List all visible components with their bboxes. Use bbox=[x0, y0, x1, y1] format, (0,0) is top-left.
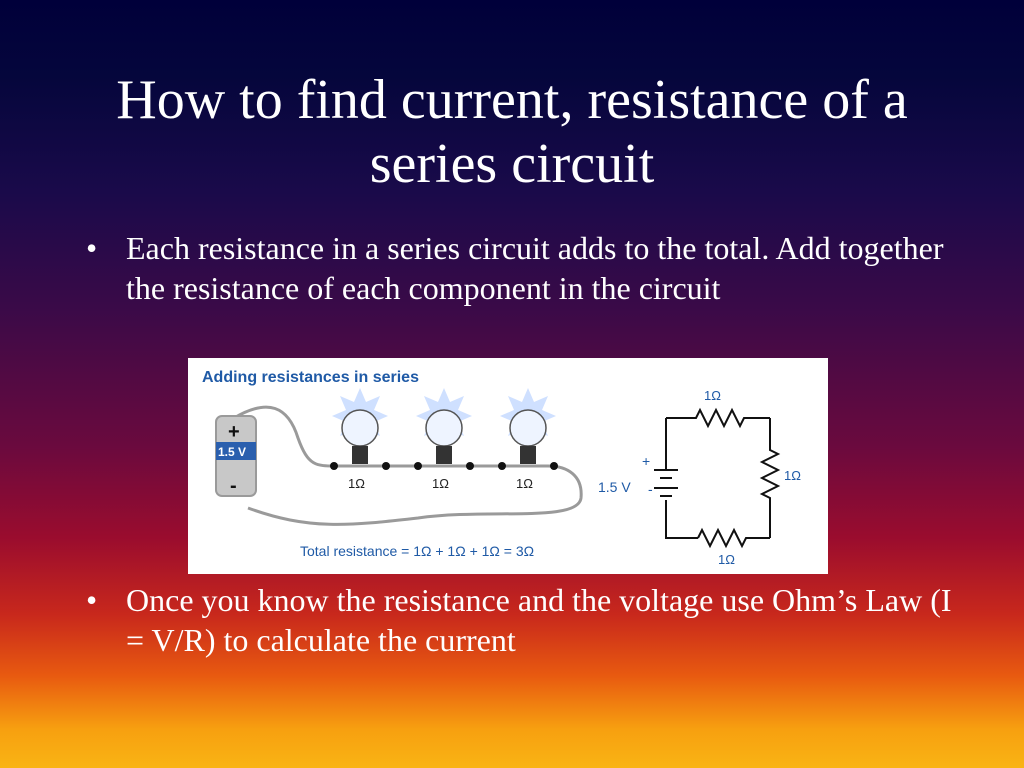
bulb-3: 1Ω bbox=[498, 388, 558, 491]
battery: + - 1.5 V bbox=[215, 415, 257, 497]
battery-voltage: 1.5 V bbox=[218, 445, 246, 459]
schematic-plus: + bbox=[642, 453, 650, 469]
schematic bbox=[654, 407, 781, 549]
bulb-1-label: 1Ω bbox=[348, 476, 365, 491]
series-circuit-figure: Adding resistances in series + - 1.5 V 1… bbox=[188, 358, 828, 574]
figure-title: Adding resistances in series bbox=[202, 369, 419, 386]
bulb-1: 1Ω bbox=[330, 388, 390, 491]
battery-plus: + bbox=[228, 421, 240, 443]
schematic-minus: - bbox=[648, 481, 653, 497]
bulb-2: 1Ω bbox=[414, 388, 474, 491]
bulb-2-label: 1Ω bbox=[432, 476, 449, 491]
schematic-voltage: 1.5 V bbox=[598, 479, 631, 495]
slide-title: How to find current, resistance of a ser… bbox=[116, 69, 908, 195]
total-resistance: Total resistance = 1Ω + 1Ω + 1Ω = 3Ω bbox=[300, 543, 534, 559]
schematic-bottom-label: 1Ω bbox=[718, 552, 735, 567]
bullet-2: • Once you know the resistance and the v… bbox=[86, 580, 956, 660]
bullet-2-text: Once you know the resistance and the vol… bbox=[126, 582, 952, 658]
circuit-diagram: Adding resistances in series + - 1.5 V 1… bbox=[202, 369, 801, 567]
bullet-1: • Each resistance in a series circuit ad… bbox=[86, 228, 956, 308]
schematic-top-label: 1Ω bbox=[704, 388, 721, 403]
bulb-3-label: 1Ω bbox=[516, 476, 533, 491]
schematic-right-label: 1Ω bbox=[784, 468, 801, 483]
bullet-dot: • bbox=[86, 230, 98, 266]
bullet-dot: • bbox=[86, 582, 98, 618]
bullet-1-text: Each resistance in a series circuit adds… bbox=[126, 230, 944, 306]
wire bbox=[233, 405, 583, 526]
battery-minus: - bbox=[230, 475, 237, 497]
